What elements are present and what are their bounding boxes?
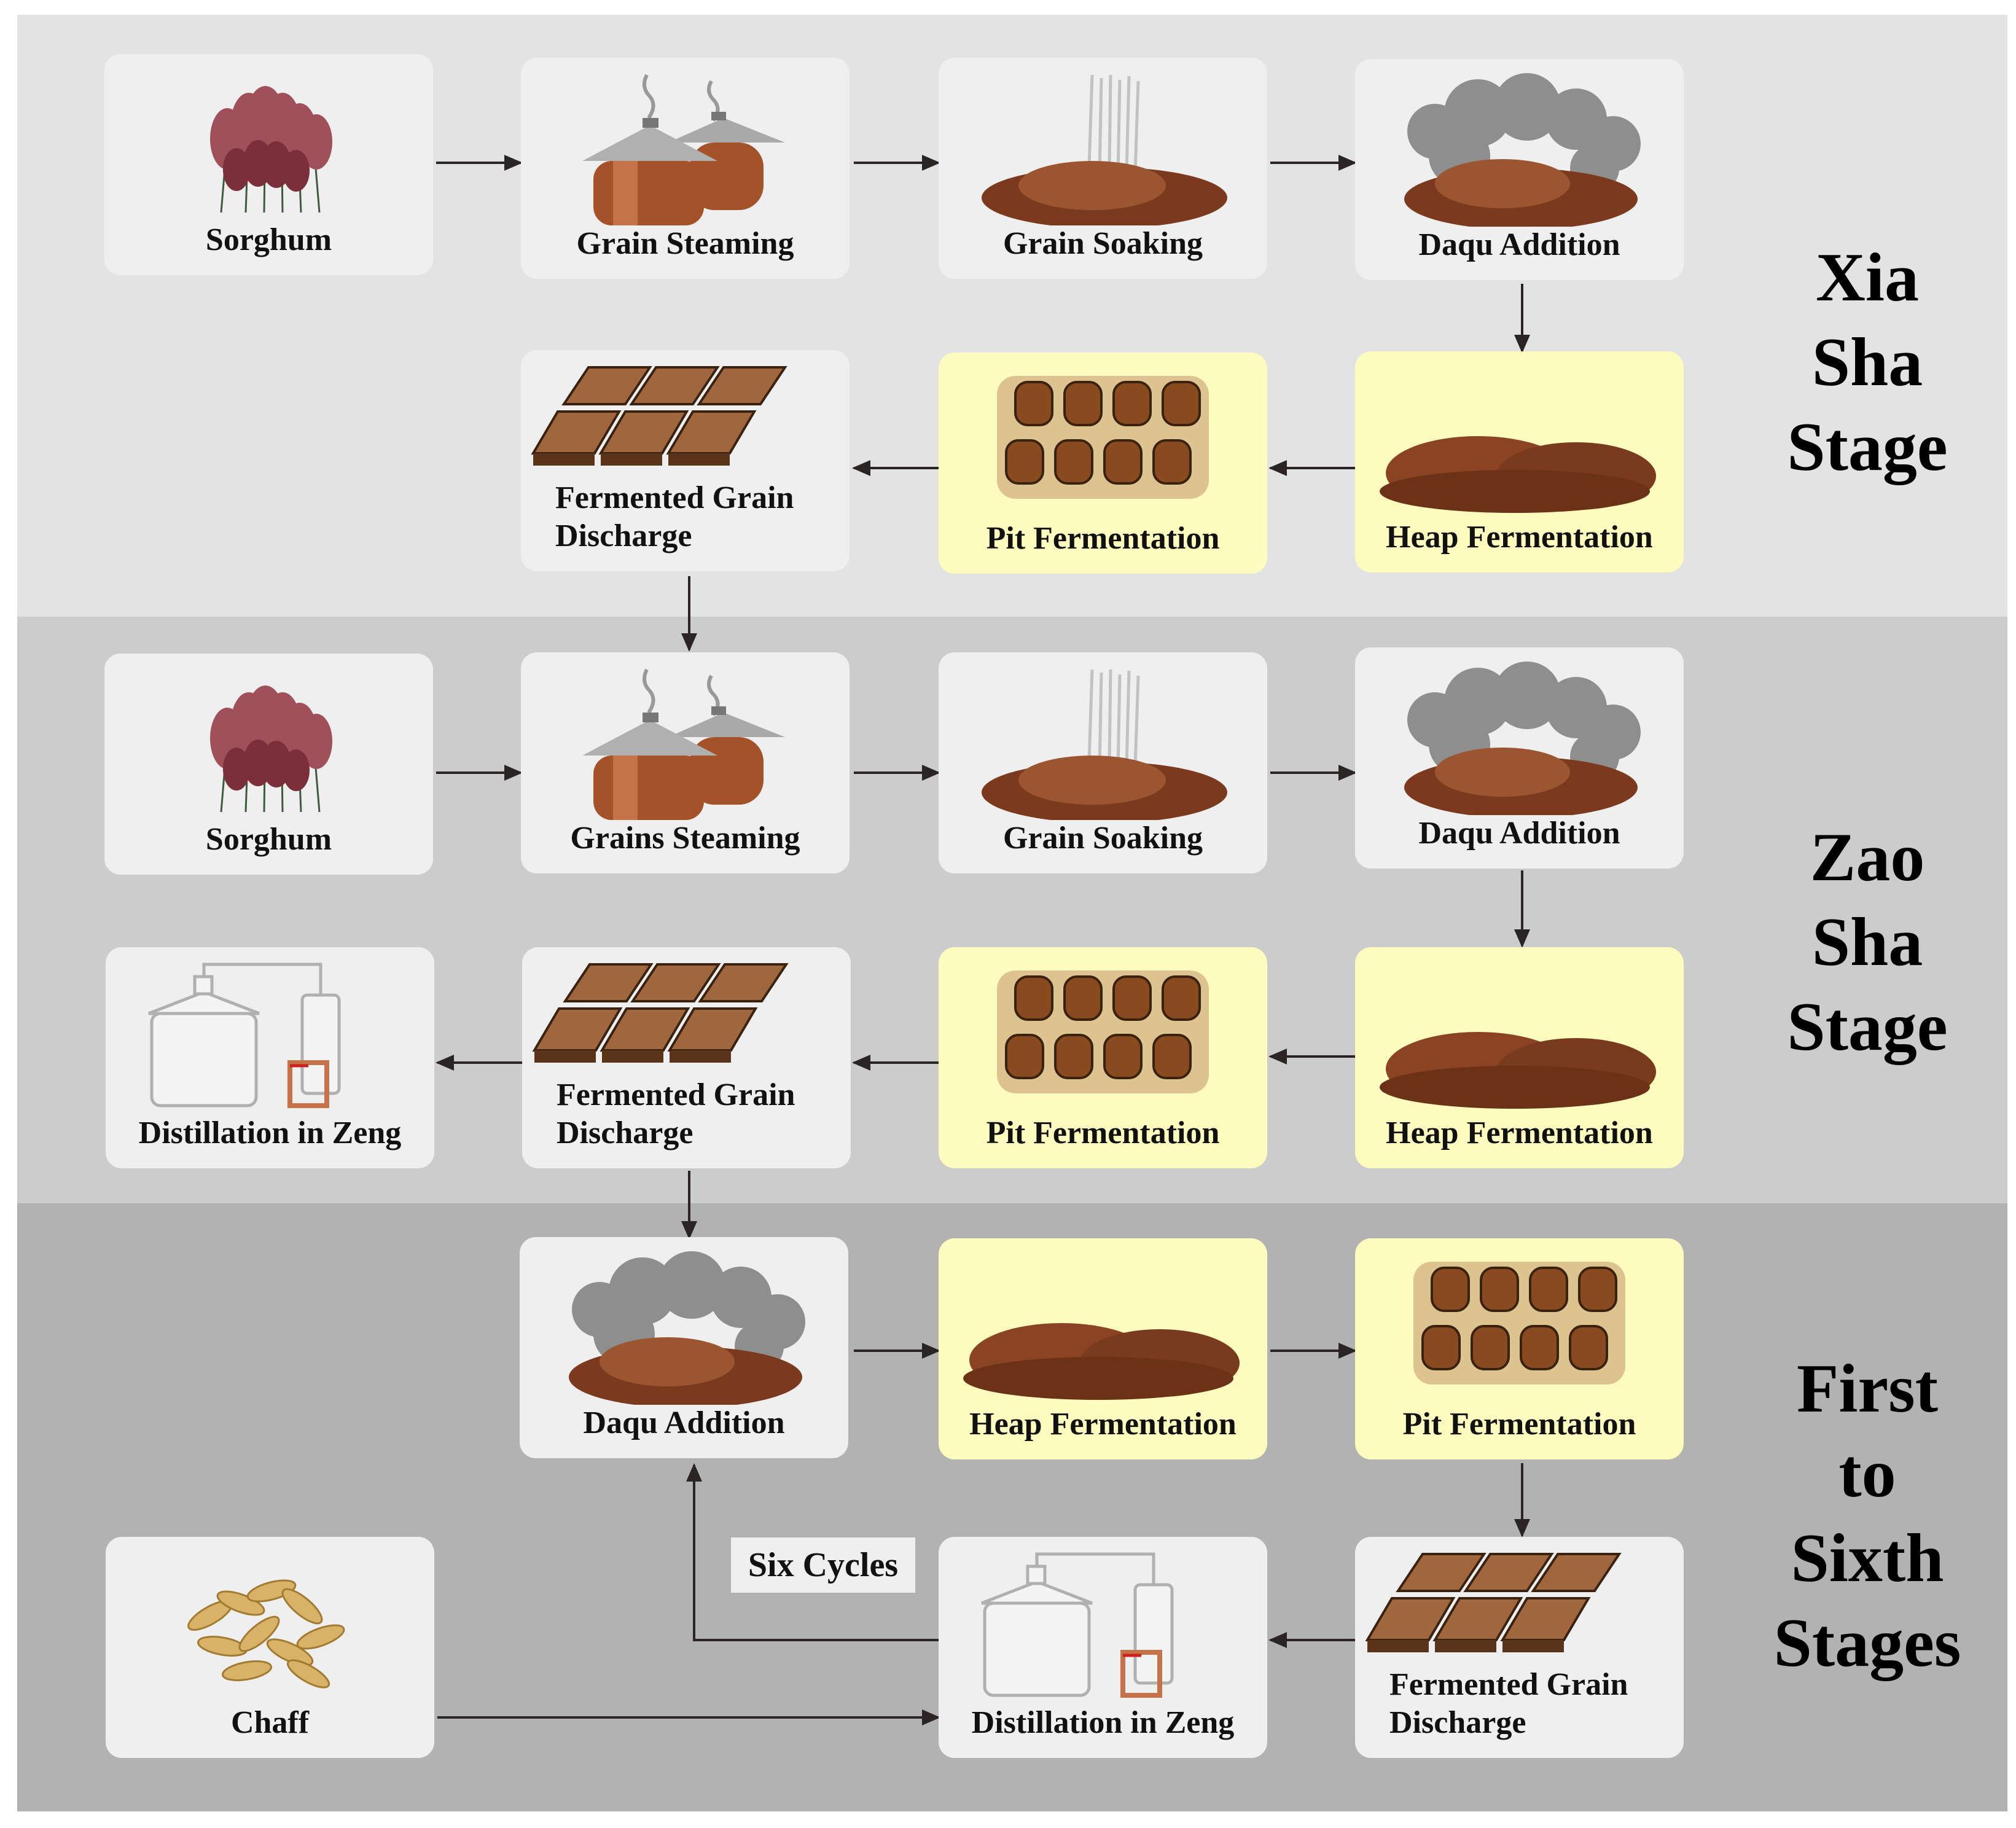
step-s1-daqu: Daqu Addition [1355,59,1684,280]
distillation-still-icon [148,963,341,1108]
step-label: Distillation in Zeng [138,1115,402,1150]
step-s3-heap: Heap Fermentation [939,1238,1267,1459]
step-label: Sorghum [205,222,332,257]
step-label: Heap Fermentation [969,1407,1237,1442]
step-label: Grain Soaking [1002,821,1203,856]
step-s2-pit: Pit Fermentation [939,947,1267,1168]
daqu-addition-icon [569,1251,805,1405]
step-label: Daqu Addition [583,1405,785,1440]
grain-soaking-icon [982,669,1227,820]
stage-label-first-to-sixth: First to Sixth Stages [1773,1351,1961,1681]
step-s3-distill: Distillation in Zeng [939,1537,1267,1758]
fermentation-pit-icon [997,376,1209,499]
stage-label-xia-sha: Xia Sha Stage [1787,240,1948,485]
six-cycles-label: Six Cycles [731,1537,915,1593]
steamer-icon [582,668,785,820]
step-label: Heap Fermentation [1386,1115,1653,1150]
arrow-s3-six-cycles-loop [686,1463,939,1641]
step-s2-distill: Distillation in Zeng [106,947,434,1168]
step-s2-heap: Heap Fermentation [1355,947,1684,1168]
grain-heap-icon [1380,436,1656,513]
step-s2-daqu: Daqu Addition [1355,647,1684,869]
fermentation-pit-icon [1413,1262,1625,1385]
step-label: Pit Fermentation [1402,1407,1636,1442]
sorghum-icon [210,686,332,813]
step-s2-soaking: Grain Soaking [939,652,1267,873]
step-s1-discharge: Fermented Grain Discharge [521,350,850,571]
step-label: Daqu Addition [1418,816,1620,851]
fermented-grain-icon [532,963,789,1063]
step-label: Pit Fermentation [986,521,1220,556]
fermentation-pit-icon [997,971,1209,1093]
step-label: Fermented Grain Discharge [555,480,794,553]
step-s3-pit: Pit Fermentation [1355,1238,1684,1459]
step-label: Fermented Grain Discharge [1389,1667,1628,1740]
step-label: Sorghum [205,822,332,857]
step-s1-heap: Heap Fermentation [1355,351,1684,572]
step-label: Daqu Addition [1418,227,1620,262]
steamer-icon [582,74,785,225]
daqu-addition-icon [1404,73,1641,227]
step-label: Distillation in Zeng [971,1705,1235,1740]
step-s3-discharge: Fermented Grain Discharge [1355,1537,1684,1758]
step-label: Fermented Grain Discharge [557,1077,795,1150]
step-s1-sorghum: Sorghum [104,54,433,275]
step-label: Grain Steaming [576,226,794,261]
grain-heap-icon [963,1323,1240,1400]
fermented-grain-icon [531,366,787,466]
step-s3-daqu: Daqu Addition [520,1237,848,1458]
step-s2-sorghum: Sorghum [104,654,433,875]
distillation-still-icon [981,1552,1174,1698]
step-s2-steaming: Grains Steaming [521,652,850,873]
step-s1-pit: Pit Fermentation [939,353,1267,574]
step-s3-chaff: Chaff [106,1537,434,1758]
stage-label-zao-sha: Zao Sha Stage [1787,819,1948,1065]
daqu-addition-icon [1404,662,1641,815]
grain-heap-icon [1380,1032,1656,1109]
sorghum-icon [210,86,332,213]
step-label: Pit Fermentation [986,1115,1220,1150]
chaff-icon [187,1579,345,1689]
step-label: Chaff [230,1705,310,1740]
fermented-grain-icon [1365,1553,1622,1652]
step-s2-discharge: Fermented Grain Discharge [522,947,851,1168]
step-s1-steaming: Grain Steaming [521,58,850,279]
step-label: Grain Soaking [1002,226,1203,261]
grain-soaking-icon [982,74,1227,225]
step-s1-soaking: Grain Soaking [939,58,1267,279]
step-label: Grains Steaming [570,821,800,856]
step-label: Heap Fermentation [1386,520,1653,555]
